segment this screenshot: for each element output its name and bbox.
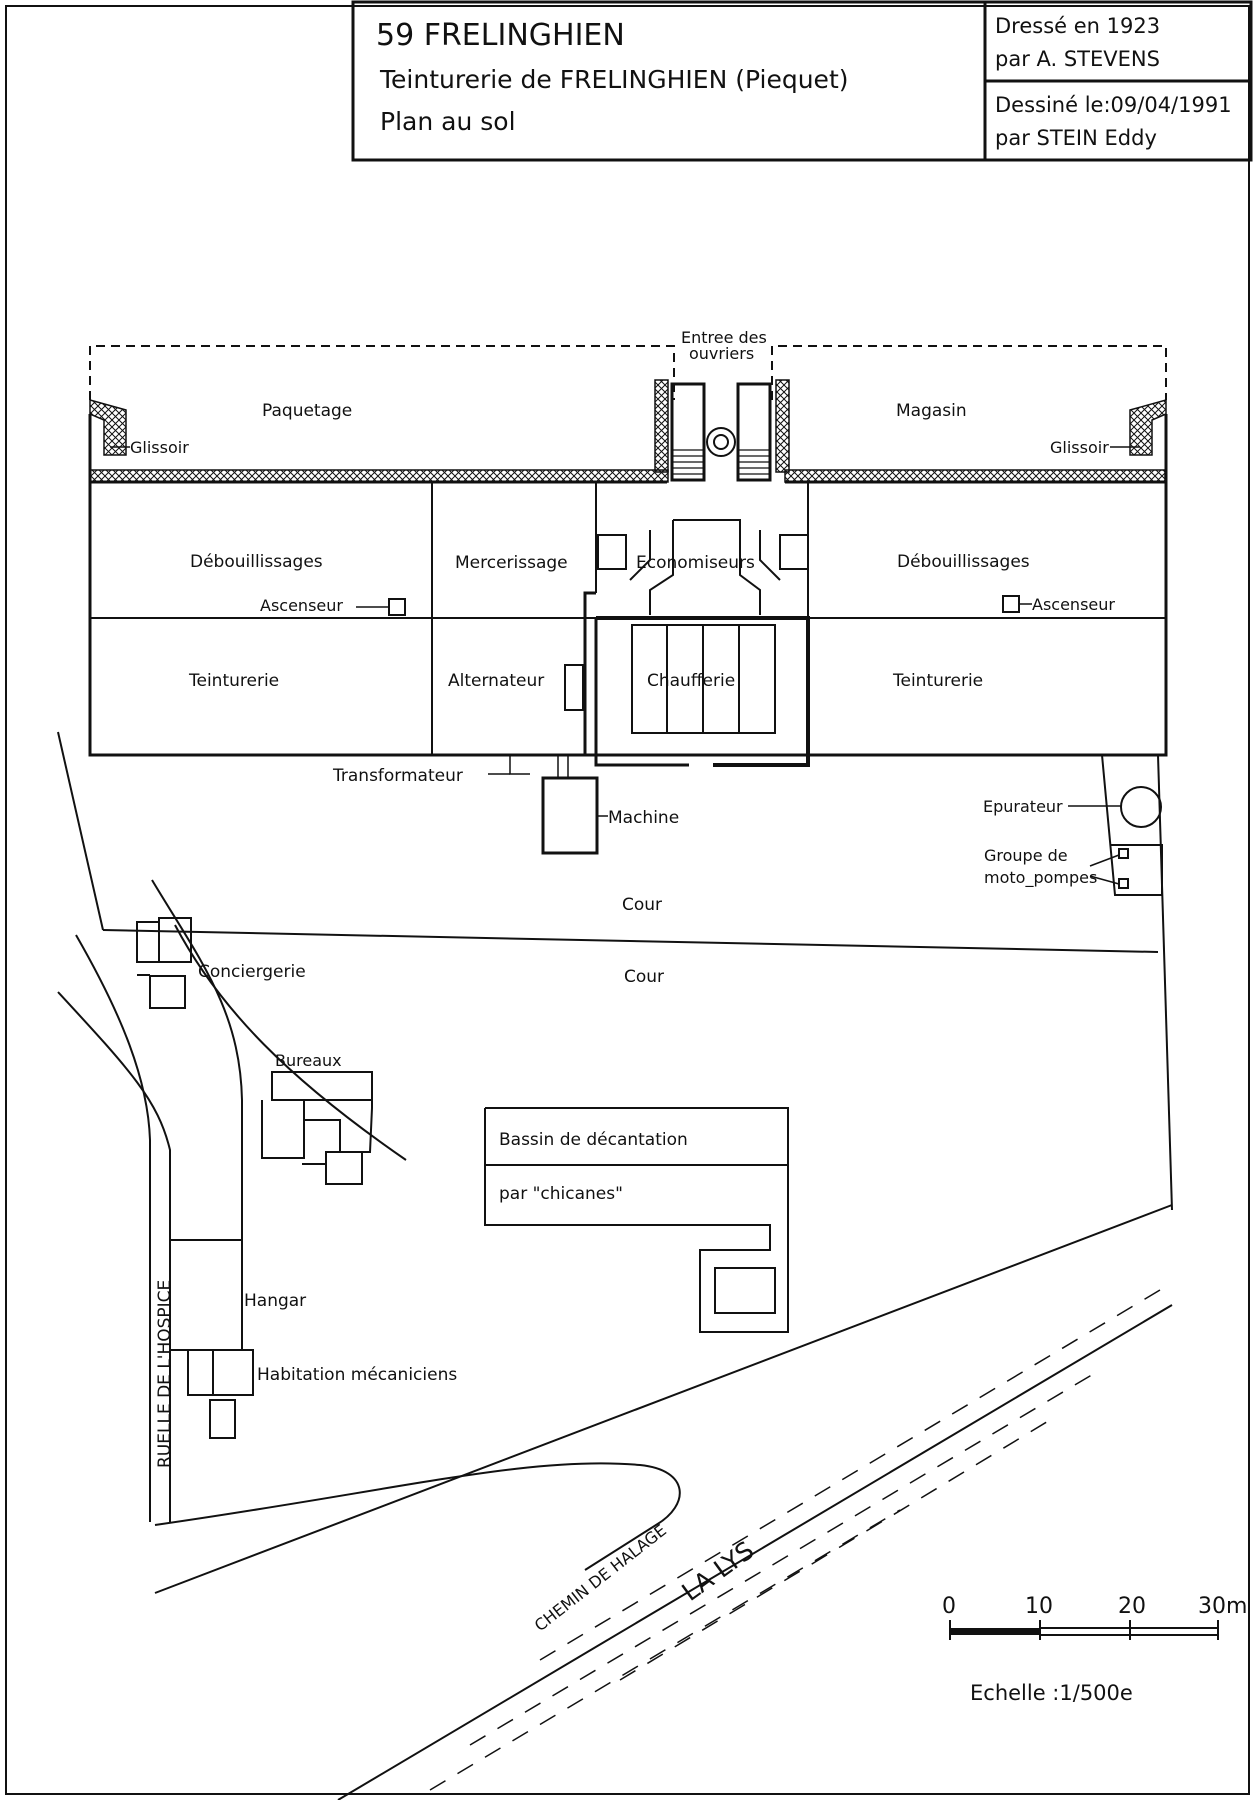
ascenseur-left-box [388, 598, 406, 616]
river-lys [429, 1289, 1161, 1791]
label-ascenseur-left: Ascenseur [260, 596, 343, 615]
label-paquetage: Paquetage [262, 401, 352, 421]
label-conciergerie: Conciergerie [198, 962, 306, 982]
label-economiseurs: Economiseurs [636, 553, 755, 573]
main-building [88, 382, 1168, 767]
label-machine: Machine [608, 808, 679, 828]
scale-tick-30: 30m [1198, 1594, 1247, 1619]
entrance-circle [706, 427, 736, 457]
label-bassin-1: Bassin de décantation [499, 1130, 688, 1150]
ascenseur-right-box [1002, 595, 1020, 613]
scale-label: Echelle :1/500e [970, 1681, 1133, 1705]
label-teinturerie-left: Teinturerie [188, 671, 279, 691]
label-entree-2: ouvriers [689, 344, 754, 363]
page-frame [5, 5, 1250, 1795]
scale-bar [949, 1620, 1219, 1640]
scale-tick-0: 0 [942, 1594, 956, 1619]
label-bassin-2: par "chicanes" [499, 1184, 623, 1204]
hatched-walls [89, 379, 1167, 483]
label-cour-2: Cour [624, 967, 664, 987]
label-entree-1: Entree des [681, 328, 767, 347]
entrance-stairs [672, 449, 770, 475]
title: 59 FRELINGHIEN [376, 18, 625, 53]
label-groupe-2: moto_pompes [984, 868, 1097, 888]
site-boundaries [57, 345, 1173, 1800]
label-debouillissages-left: Débouillissages [190, 552, 323, 572]
label-chaufferie: Chaufferie [647, 671, 735, 691]
hangar-building [169, 1239, 243, 1351]
dessine-par-text: par STEIN Eddy [995, 126, 1157, 150]
epurateur-area [1101, 754, 1163, 896]
scale-tick-20: 20 [1118, 1594, 1146, 1619]
label-alternateur: Alternateur [448, 671, 544, 691]
bassin-decantation [484, 1107, 789, 1333]
label-groupe-1: Groupe de [984, 846, 1068, 865]
conciergerie-building [136, 917, 192, 1009]
bureaux-building [261, 1071, 373, 1185]
label-epurateur: Epurateur [983, 797, 1063, 816]
label-magasin: Magasin [896, 401, 967, 421]
label-teinturerie-right: Teinturerie [892, 671, 983, 691]
plan-type: Plan au sol [380, 107, 516, 136]
economiseurs-detail [597, 519, 809, 615]
entrance-circle-inner [713, 434, 729, 450]
label-debouillissages-right: Débouillissages [897, 552, 1030, 572]
machine-building [541, 776, 599, 855]
label-transformateur: Transformateur [332, 766, 463, 786]
label-habitation: Habitation mécaniciens [257, 1365, 457, 1385]
dresse-par-text: par A. STEVENS [995, 47, 1160, 71]
label-cour-1: Cour [622, 895, 662, 915]
title-block [351, 0, 1253, 162]
label-chemin: CHEMIN DE HALAGE [531, 1521, 670, 1636]
dresse-text: Dressé en 1923 [995, 14, 1160, 38]
label-glissoir-left: Glissoir [130, 438, 189, 457]
label-glissoir-right: Glissoir [1050, 438, 1109, 457]
label-bureaux: Bureaux [275, 1051, 342, 1070]
habitation-building [187, 1349, 254, 1439]
subtitle: Teinturerie de FRELINGHIEN (Piequet) [379, 65, 849, 94]
label-hangar: Hangar [244, 1291, 306, 1311]
boiler-units [631, 624, 776, 734]
alternateur-unit [564, 664, 584, 711]
label-mercerissage: Mercerissage [455, 553, 568, 573]
machine-connectors [488, 755, 608, 817]
dessine-text: Dessiné le:09/04/1991 [995, 93, 1232, 117]
label-ascenseur-right: Ascenseur [1032, 595, 1115, 614]
scale-tick-10: 10 [1025, 1594, 1053, 1619]
label-ruelle: RUELLE DE L'HOSPICE [155, 1280, 175, 1468]
